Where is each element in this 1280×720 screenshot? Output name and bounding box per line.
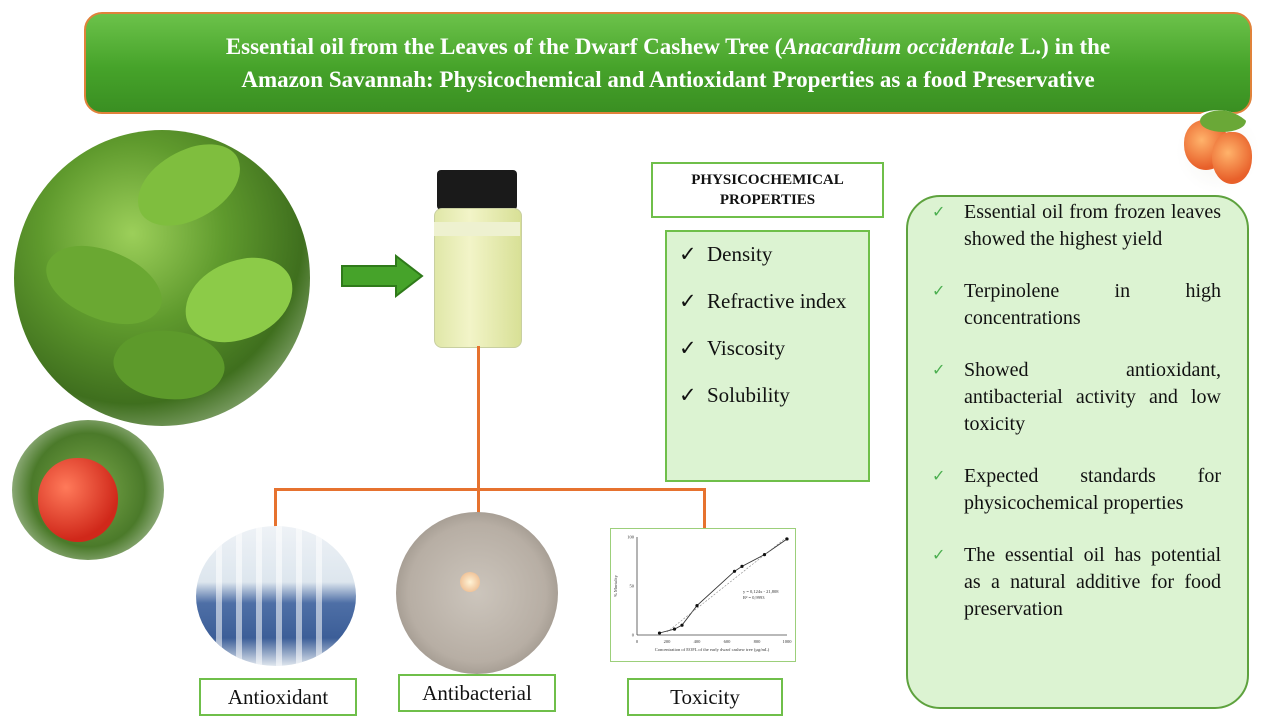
finding-item: ✓ Expected standards for physicochemical … (932, 463, 1221, 517)
findings-box: ✓ Essential oil from frozen leaves showed… (906, 195, 1249, 709)
finding-item: ✓ Terpinolene in high concentrations (932, 278, 1221, 332)
property-label: Solubility (707, 383, 790, 407)
y-tick-label: 50 (630, 584, 635, 589)
finding-text: Expected standards for physicochemical p… (964, 465, 1221, 514)
cashew-leaves-photo (14, 130, 310, 426)
x-tick-label: 800 (754, 639, 762, 644)
data-point (695, 604, 699, 608)
x-tick-label: 1000 (783, 639, 793, 644)
property-label: Refractive index (707, 289, 847, 313)
title-banner: Essential oil from the Leaves of the Dwa… (84, 12, 1252, 114)
x-axis-label: Concentration of EOFL of the early dwarf… (655, 647, 770, 652)
connector-left-drop (274, 488, 277, 530)
check-icon: ✓ (932, 204, 946, 221)
list-item: ✓ Viscosity (679, 334, 856, 363)
trend-line (666, 536, 788, 633)
finding-text: Essential oil from frozen leaves showed … (964, 201, 1221, 250)
toxicity-label: Toxicity (627, 678, 783, 716)
check-icon: ✓ (679, 336, 697, 360)
x-tick-label: 0 (636, 639, 639, 644)
finding-text: Showed antioxidant, antibacterial activi… (964, 359, 1221, 435)
check-icon: ✓ (932, 547, 946, 564)
data-point (657, 631, 662, 635)
data-point (732, 569, 737, 573)
mortality-series-line (659, 538, 788, 634)
check-icon: ✓ (679, 289, 697, 313)
title-line-2: Amazon Savannah: Physicochemical and Ant… (241, 67, 1095, 92)
property-label: Density (707, 242, 773, 266)
antioxidant-tubes-image (196, 526, 356, 666)
title-part: L.) in the (1014, 34, 1111, 59)
y-tick-label: 0 (632, 633, 635, 638)
data-point (672, 627, 677, 631)
physicochemical-properties-list: ✓ Density ✓ Refractive index ✓ Viscosity ✓ S… (665, 230, 870, 482)
check-icon: ✓ (932, 362, 946, 379)
connector-vertical (477, 346, 480, 490)
connector-right-drop (703, 488, 706, 528)
oil-bottle-image (432, 170, 522, 348)
list-item: ✓ Solubility (679, 381, 856, 410)
cashew-fruit-image-small (1176, 110, 1260, 194)
regression-equation: y = 0,124x - 21,808 (743, 589, 779, 595)
data-point (740, 564, 744, 568)
antibacterial-petri-dish-image (396, 512, 558, 674)
finding-item: ✓ Essential oil from frozen leaves showed… (932, 199, 1221, 253)
physicochemical-heading: PHYSICOCHEMICAL PROPERTIES (651, 162, 884, 218)
finding-item: ✓ The essential oil has potential as a na… (932, 542, 1221, 623)
data-point (762, 553, 767, 557)
toxicity-chart: 0 200 400 600 800 1000 0 50 100 % MortalityConcen… (613, 535, 793, 653)
y-axis-label: % Mortality (613, 574, 618, 597)
title-species: Anacardium occidentale (782, 34, 1015, 59)
check-icon: ✓ (932, 468, 946, 485)
cashew-fruit-photo (12, 420, 164, 560)
antibacterial-label: Antibacterial (398, 674, 556, 712)
arrow-right-icon (341, 254, 424, 298)
list-item: ✓ Refractive index (679, 287, 856, 316)
x-tick-label: 600 (724, 639, 732, 644)
finding-text: The essential oil has potential as a nat… (964, 544, 1221, 620)
title-part: Essential oil from the Leaves of the Dwa… (225, 34, 783, 59)
finding-item: ✓ Showed antioxidant, antibacterial activ… (932, 357, 1221, 438)
y-tick-label: 100 (627, 535, 635, 540)
antioxidant-label: Antioxidant (199, 678, 357, 716)
r-squared-label: R² = 0,9993 (743, 595, 765, 601)
x-tick-label: 200 (664, 639, 672, 644)
list-item: ✓ Density (679, 240, 856, 269)
finding-text: Terpinolene in high concentrations (964, 280, 1221, 329)
physicochemical-heading-text: PHYSICOCHEMICAL PROPERTIES (691, 172, 844, 208)
data-point (680, 623, 684, 627)
check-icon: ✓ (679, 242, 697, 266)
property-label: Viscosity (707, 336, 786, 360)
connector-mid-drop (477, 488, 480, 514)
check-icon: ✓ (679, 383, 697, 407)
data-point (785, 537, 789, 541)
x-tick-label: 400 (694, 639, 702, 644)
check-icon: ✓ (932, 283, 946, 300)
title-line-1: Essential oil from the Leaves of the Dwa… (226, 30, 1110, 63)
connector-horizontal (274, 488, 706, 491)
